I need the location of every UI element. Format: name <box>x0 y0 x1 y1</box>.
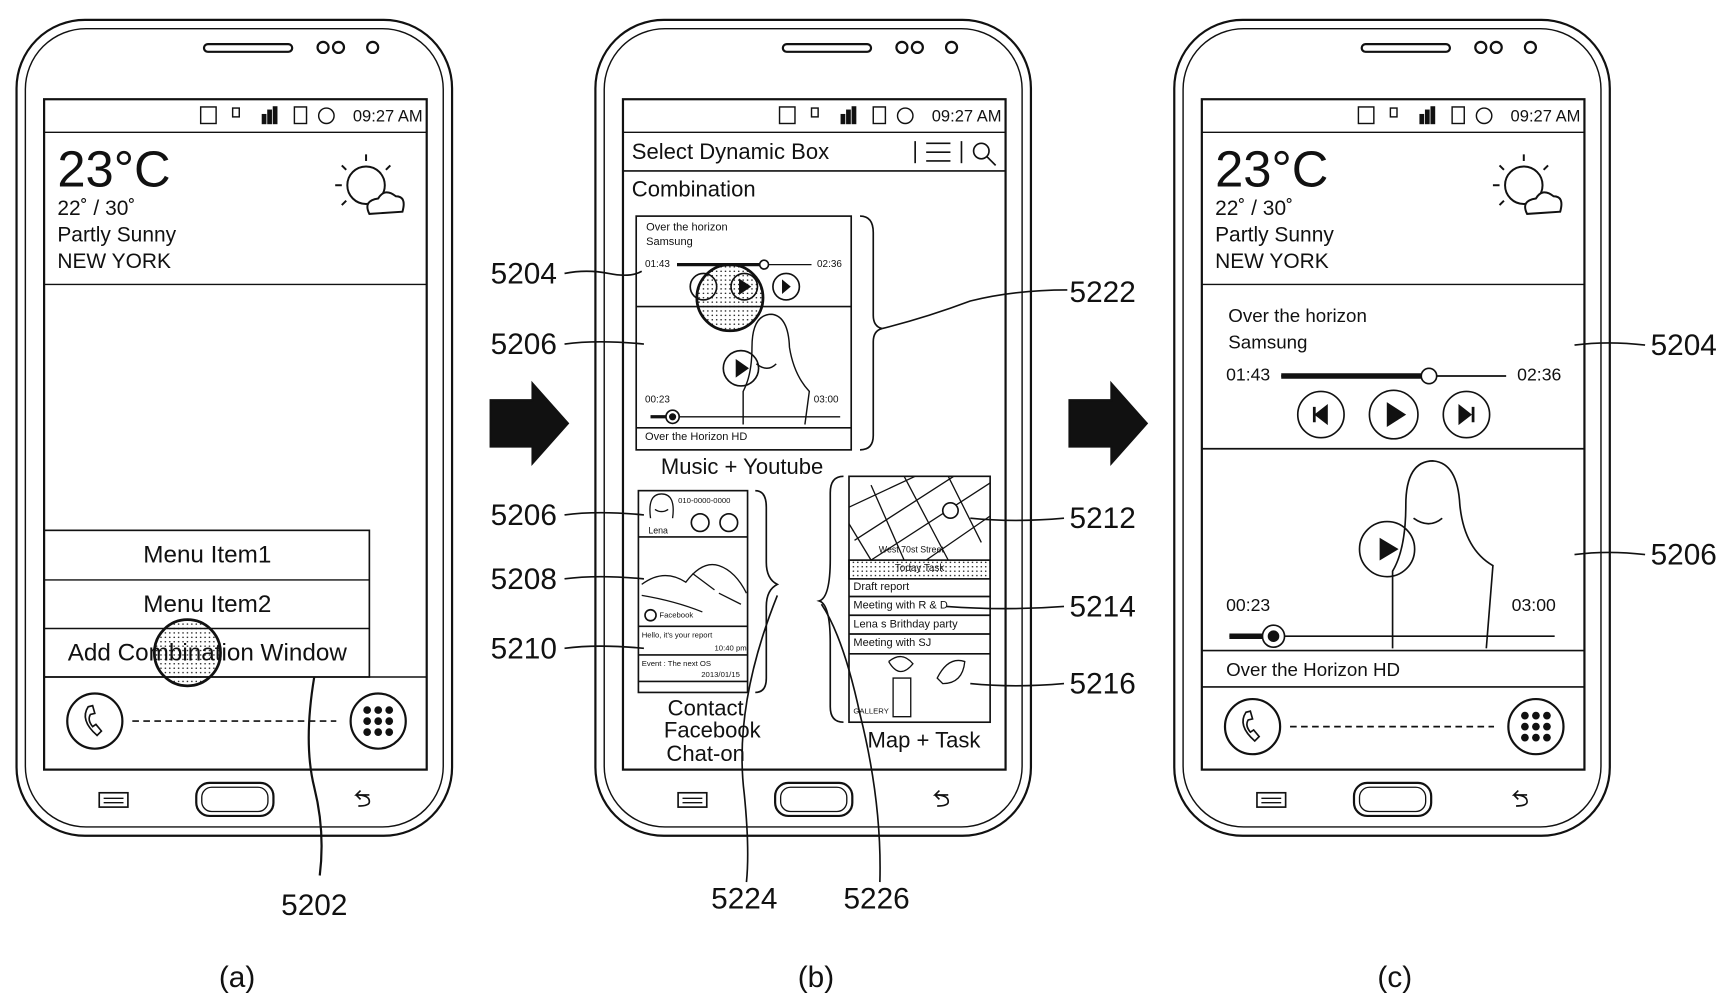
city: NEW YORK <box>57 251 171 272</box>
callout-5202: 5202 <box>281 891 347 921</box>
phone-b-content <box>565 141 1068 882</box>
callout-5216: 5216 <box>1070 669 1136 699</box>
temperature-range: 22˚ / 30˚ <box>57 198 135 219</box>
previous-button[interactable] <box>1298 391 1344 437</box>
call-icon <box>691 514 709 532</box>
weather-condition: Partly Sunny <box>1215 225 1334 246</box>
status-time: 09:27 AM <box>353 108 423 125</box>
music-elapsed: 01:43 <box>1226 367 1270 385</box>
caption-b: (b) <box>798 963 834 993</box>
list-view-icon[interactable] <box>913 139 953 165</box>
caption-a: (a) <box>219 963 255 993</box>
callout-5206: 5206 <box>1651 540 1717 570</box>
header-title: Select Dynamic Box <box>632 141 829 163</box>
video-elapsed: 00:23 <box>645 395 670 405</box>
callout-5206: 5206 <box>491 330 557 360</box>
facebook-label: Facebook <box>659 612 693 620</box>
arrow-right-icon <box>491 384 568 463</box>
music-artist: Samsung <box>646 237 693 248</box>
group-label-chat-on: Chat-on <box>666 743 744 765</box>
video-total: 03:00 <box>1512 598 1556 616</box>
task-item: Lena s Brithday party <box>853 620 957 631</box>
video-play-button[interactable] <box>1360 522 1415 577</box>
status-time: 09:27 AM <box>932 108 1002 125</box>
gallery-label: GALLERY <box>853 708 888 716</box>
temperature: 23°C <box>1215 143 1328 194</box>
temperature-range: 22˚ / 30˚ <box>1215 198 1293 219</box>
callout-5214: 5214 <box>1070 592 1136 622</box>
callout-5204: 5204 <box>1651 331 1717 361</box>
arrow-right-icon <box>1070 384 1147 463</box>
search-button[interactable] <box>970 139 999 168</box>
section-title: Combination <box>632 179 756 201</box>
music-title: Over the horizon <box>1228 307 1367 326</box>
caption-c: (c) <box>1377 963 1412 993</box>
callout-line-5202 <box>309 677 322 875</box>
callout-5212: 5212 <box>1070 504 1136 534</box>
task-header: Today Task <box>895 563 944 573</box>
contact-name: Lena <box>648 527 668 536</box>
temperature: 23°C <box>57 143 170 194</box>
menu-item-1[interactable]: Menu Item1 <box>143 542 271 566</box>
callout-5224: 5224 <box>711 884 777 914</box>
chat-time: 10:40 pm <box>714 645 746 653</box>
task-item: Meeting with SJ <box>853 638 931 649</box>
callout-5206: 5206 <box>491 501 557 531</box>
contact-number: 010-0000-0000 <box>678 497 730 505</box>
callout-5226: 5226 <box>843 884 909 914</box>
group-label-contact: Contact <box>668 698 744 720</box>
status-time: 09:27 AM <box>1511 108 1581 125</box>
menu-item-2[interactable]: Menu Item2 <box>143 592 271 616</box>
menu-item-add-combination-window[interactable]: Add Combination Window <box>68 641 347 665</box>
music-elapsed: 01:43 <box>645 259 670 269</box>
weather-condition: Partly Sunny <box>57 225 176 246</box>
play-button[interactable] <box>1369 390 1418 439</box>
callout-5222: 5222 <box>1070 278 1136 308</box>
group-label-map-task: Map + Task <box>867 730 980 752</box>
next-button[interactable] <box>1443 391 1489 437</box>
event-date: 2013/01/15 <box>701 671 740 679</box>
city: NEW YORK <box>1215 251 1329 272</box>
group-label-facebook: Facebook <box>664 720 761 742</box>
facebook-icon <box>645 610 656 621</box>
touch-indicator <box>697 265 763 331</box>
music-title: Over the horizon <box>646 223 728 234</box>
music-total: 02:36 <box>1517 367 1561 385</box>
music-artist: Samsung <box>1228 333 1307 352</box>
task-item: Draft report <box>853 582 909 593</box>
callout-5208: 5208 <box>491 565 557 595</box>
video-total: 03:00 <box>814 395 839 405</box>
video-elapsed: 00:23 <box>1226 598 1270 616</box>
music-total: 02:36 <box>817 259 842 269</box>
callout-5210: 5210 <box>491 634 557 664</box>
chat-icon <box>720 514 738 532</box>
task-item: Meeting with R & D <box>853 601 947 612</box>
phone-c-content <box>1202 343 1645 687</box>
video-title: Over the Horizon HD <box>645 432 747 443</box>
dock-c <box>1225 699 1563 754</box>
video-title: Over the Horizon HD <box>1226 660 1400 679</box>
group-label-music-youtube: Music + Youtube <box>661 456 823 478</box>
map-street: West 70st Street <box>879 546 944 555</box>
callout-5204: 5204 <box>491 259 557 289</box>
event-text: Event : The next OS <box>642 660 711 668</box>
chat-message: Hello, it's your report <box>642 632 713 640</box>
